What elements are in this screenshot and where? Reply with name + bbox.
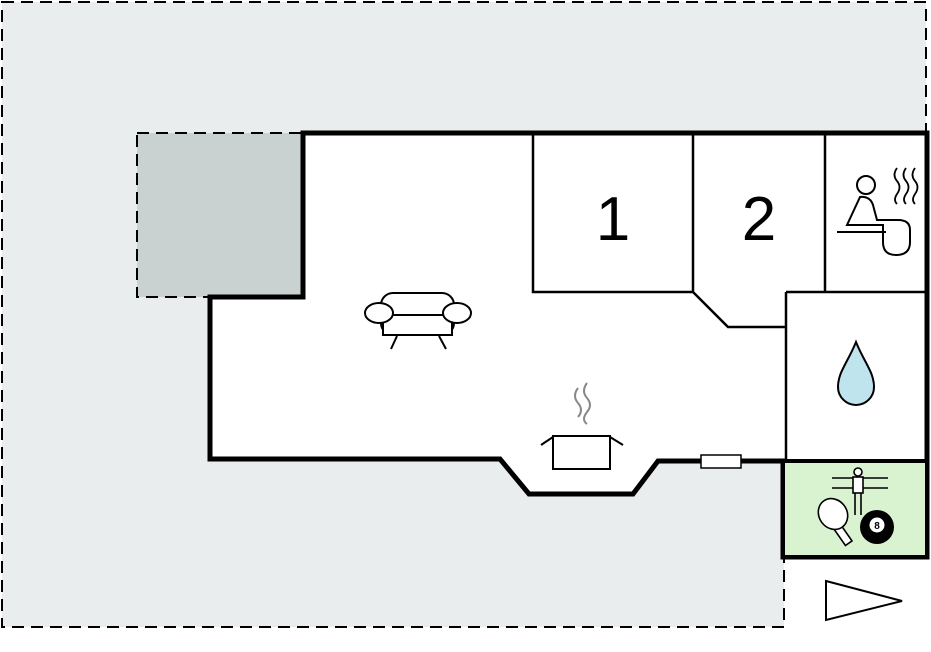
water-drop-icon <box>836 339 876 406</box>
north-arrow-icon <box>825 579 903 622</box>
table-football-icon <box>832 467 888 515</box>
sofa-icon <box>364 292 472 350</box>
steam-icon <box>893 167 919 205</box>
window <box>700 454 742 469</box>
room-label-bedroom-1: 1 <box>596 185 630 254</box>
cooking-pot-icon <box>540 382 624 470</box>
billiard-ball-icon: 8 <box>860 510 894 544</box>
terrace <box>136 132 304 298</box>
table-tennis-paddle-icon <box>817 497 854 547</box>
sauna-icon <box>837 175 911 257</box>
house-outline <box>207 130 930 560</box>
room-label-bedroom-2: 2 <box>742 185 776 254</box>
interior-walls <box>531 133 927 461</box>
billiard-ball-number: 8 <box>874 521 880 532</box>
